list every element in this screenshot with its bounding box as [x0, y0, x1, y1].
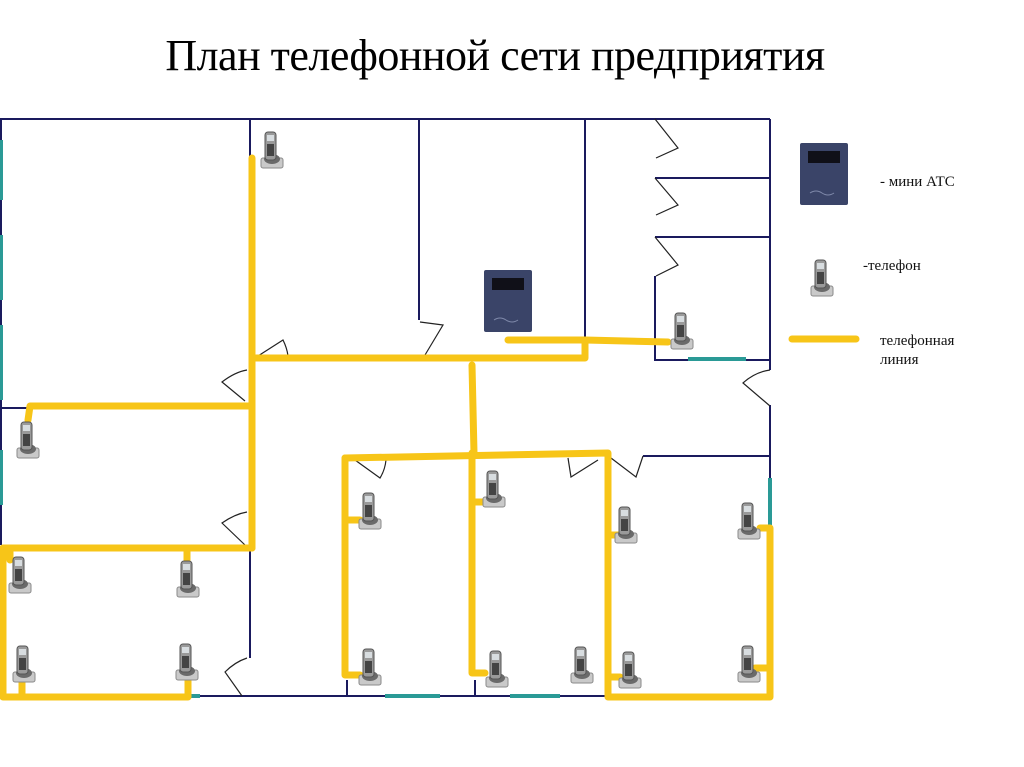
phone-icon [16, 421, 40, 459]
phone-icon [12, 645, 36, 683]
phone-icon [670, 312, 694, 350]
phone-icon [614, 506, 638, 544]
phone-icon [737, 645, 761, 683]
phone-icon [570, 646, 594, 684]
phone-icon [485, 650, 509, 688]
door [224, 657, 248, 697]
door [567, 457, 599, 478]
door [654, 177, 679, 216]
phone-lines [0, 154, 774, 701]
legend-pbx-label: - мини АТС [880, 174, 955, 190]
phone-icon [358, 648, 382, 686]
door [221, 511, 248, 546]
phone-line [341, 449, 774, 701]
door [257, 339, 289, 357]
page-title: План телефонной сети предприятия [165, 31, 825, 80]
phone-icon [358, 492, 382, 530]
legend-phone-label: -телефон [863, 258, 921, 274]
phone-icon [482, 470, 506, 508]
door [354, 459, 387, 479]
doors [221, 118, 771, 697]
door [221, 369, 248, 402]
phone-icon [176, 560, 200, 598]
phone-line [468, 361, 478, 457]
phone-line [248, 336, 589, 362]
door [654, 118, 679, 159]
windows [0, 140, 772, 698]
phone-line [581, 336, 672, 346]
door [654, 236, 679, 277]
phone-icon [737, 502, 761, 540]
phone-line [0, 544, 256, 701]
legend-pbx-icon [799, 142, 849, 206]
phone-line [24, 402, 256, 424]
door [419, 321, 444, 356]
phone-icons [8, 131, 761, 689]
phone-icon [618, 651, 642, 689]
phone-icon [260, 131, 284, 169]
phone-icon [175, 643, 199, 681]
phone-line [341, 454, 364, 679]
phone-line [468, 449, 489, 677]
legend [788, 142, 860, 343]
door [610, 455, 644, 478]
mini-pbx [483, 269, 533, 333]
legend-line-label-2: линия [880, 352, 919, 368]
door [742, 369, 771, 407]
legend-line-label-1: телефонная [880, 333, 955, 349]
legend-phone-icon [810, 259, 834, 297]
legend-line-label: телефонная линия [880, 332, 954, 370]
